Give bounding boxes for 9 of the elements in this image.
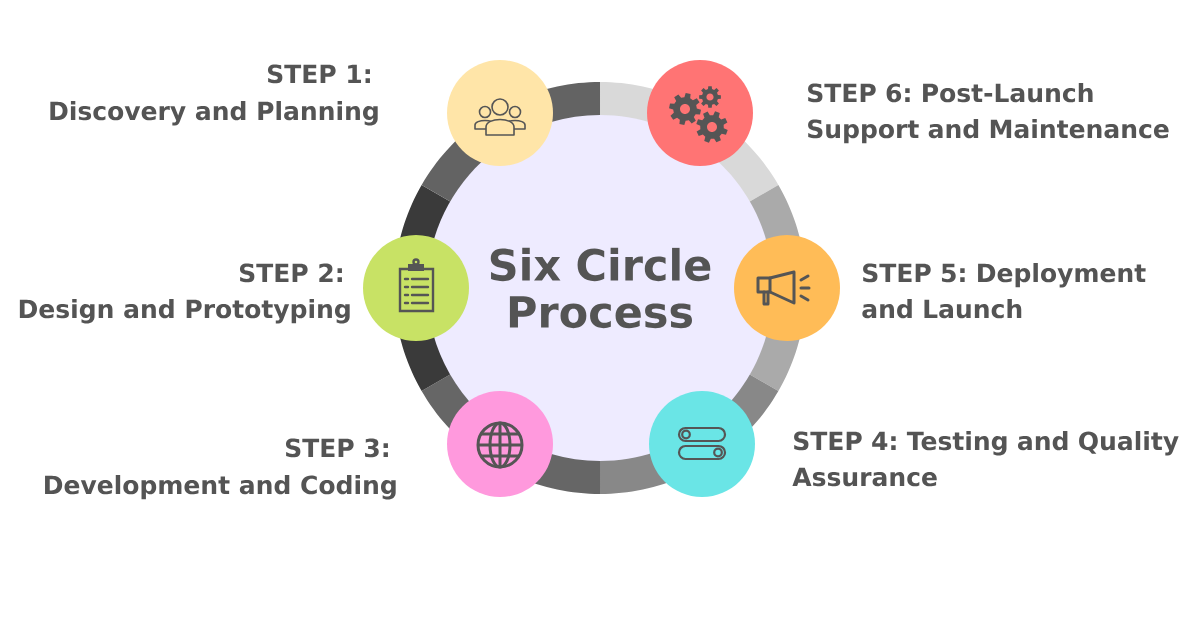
step-label: STEP 5: Deployment and Launch — [862, 263, 1146, 319]
step-label: STEP 1: — [268, 64, 370, 84]
step-label: Development and Coding — [45, 475, 396, 500]
step-label: STEP 4: Testing and Quality Assurance — [792, 431, 1179, 487]
step-label: STEP 3: — [286, 438, 388, 458]
step-label: STEP 2: — [240, 263, 342, 283]
step-label: STEP 6: Post-Launch Support and Maintenance — [808, 83, 1169, 144]
step-label: Design and Prototyping — [19, 299, 350, 324]
step-label: Discovery and Planning — [50, 101, 378, 126]
